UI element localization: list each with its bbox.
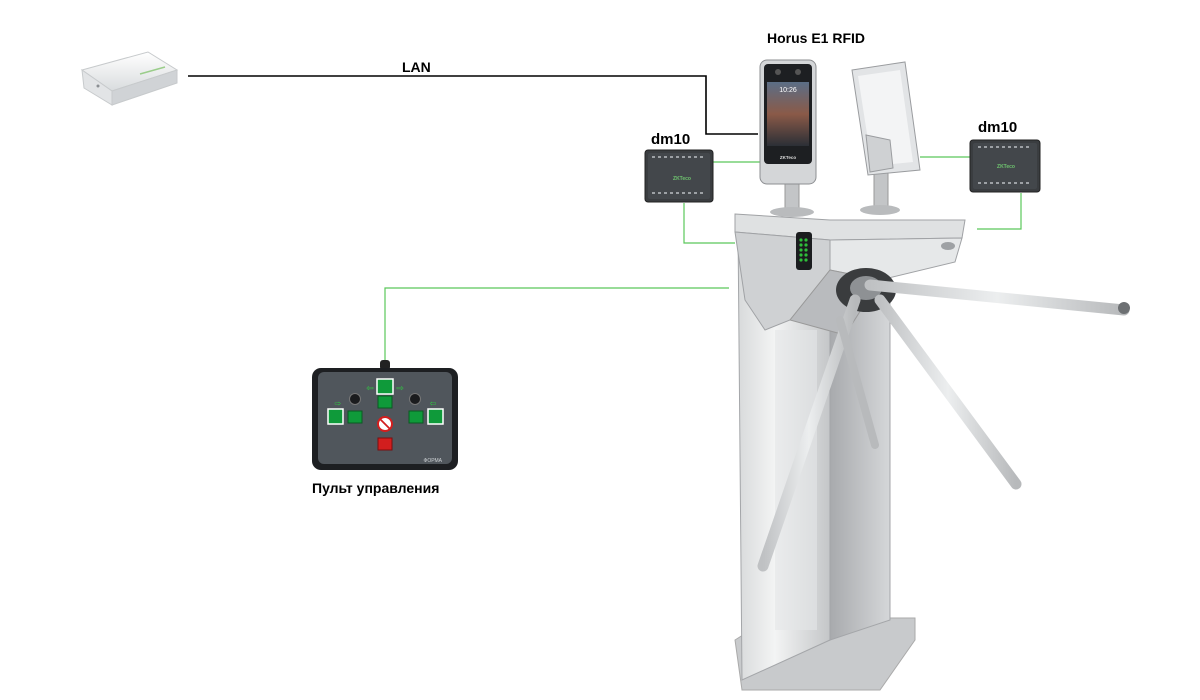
control-panel-caption: Пульт управления	[312, 480, 440, 496]
dm10-controller-left: ZKTeco	[644, 149, 714, 203]
svg-text:⇨: ⇨	[335, 399, 342, 408]
controller-right-label: dm10	[978, 119, 1018, 136]
arrow-right-icon: ⇨	[396, 384, 404, 394]
wire-right-controller-to-turnstile	[977, 193, 1022, 230]
terminal-brand: ZKTeco	[780, 155, 796, 160]
pass-right-button[interactable]	[408, 410, 424, 424]
wire-left-controller-to-turnstile	[683, 203, 735, 244]
terminal-label: Horus E1 RFID	[767, 30, 866, 46]
arrow-left-icon: ⇦	[366, 384, 374, 394]
rfid-reader-right	[851, 61, 921, 215]
lan-cable	[188, 75, 758, 135]
controller-right-brand: ZKTeco	[997, 164, 1015, 170]
free-pass-button[interactable]	[377, 395, 393, 409]
wiring	[188, 75, 1022, 360]
knob-right[interactable]	[409, 393, 421, 405]
dm10-controller-right: ZKTeco	[969, 139, 1041, 193]
exit-right-icon	[427, 408, 444, 425]
exit-left-icon	[327, 408, 344, 425]
controller-left-label: dm10	[651, 131, 691, 148]
knob-left[interactable]	[349, 393, 361, 405]
horus-terminal: 10:26 ZKTeco	[759, 59, 817, 217]
control-panel: ⇦ ⇨ ⇨ ⇦ ФОРМА	[312, 360, 458, 470]
pass-icon	[376, 378, 394, 395]
wire-panel-to-turnstile	[384, 287, 729, 360]
panel-brand: ФОРМА	[424, 458, 443, 464]
turnstile-arm-horizontal[interactable]	[864, 279, 1130, 316]
turnstile-arm-rear[interactable]	[874, 294, 1022, 490]
turnstile-arm-front[interactable]	[757, 294, 861, 572]
lan-label: LAN	[402, 59, 431, 75]
controller-left-brand: ZKTeco	[673, 176, 691, 182]
pass-left-button[interactable]	[347, 410, 363, 424]
network-switch	[80, 51, 179, 106]
turnstile	[734, 213, 1130, 691]
svg-text:⇦: ⇦	[430, 399, 437, 408]
terminal-time: 10:26	[779, 87, 797, 94]
block-button[interactable]	[377, 437, 393, 451]
